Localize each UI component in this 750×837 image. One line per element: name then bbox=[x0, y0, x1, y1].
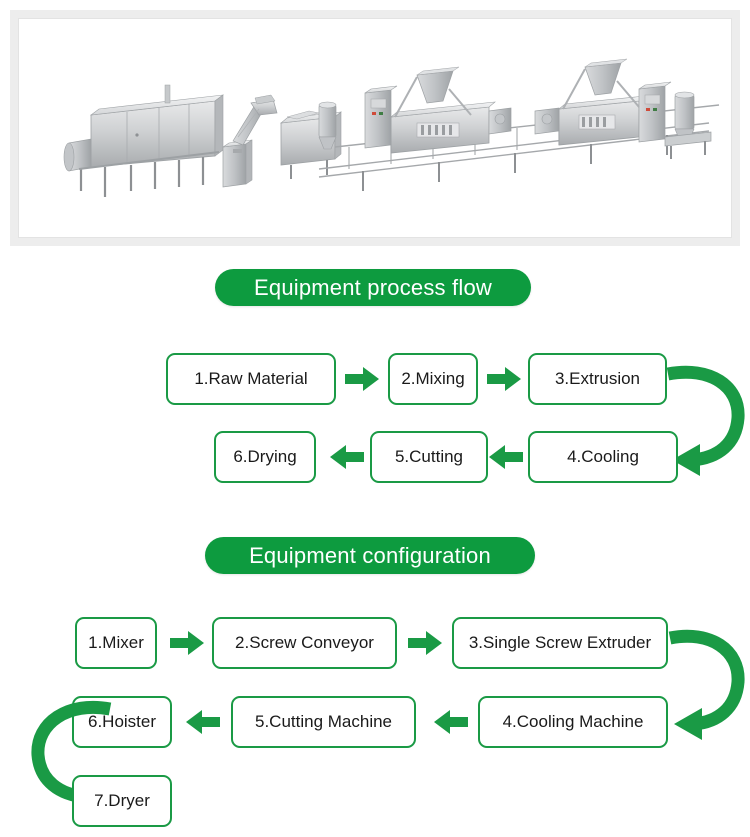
arrow-left-icon bbox=[330, 444, 364, 470]
config-node-cooling-machine[interactable]: 4.Cooling Machine bbox=[478, 696, 668, 748]
curved-arrow-flow-row1-to-row2 bbox=[666, 356, 750, 484]
flow-node-cooling[interactable]: 4.Cooling bbox=[528, 431, 678, 483]
config-node-dryer[interactable]: 7.Dryer bbox=[72, 775, 172, 827]
flow-node-extrusion[interactable]: 3.Extrusion bbox=[528, 353, 667, 405]
production-line-illustration bbox=[63, 58, 720, 197]
arrow-left-icon bbox=[434, 709, 468, 735]
arrow-right-icon bbox=[345, 366, 379, 392]
config-node-hoister[interactable]: 6.Hoister bbox=[72, 696, 172, 748]
config-node-mixer[interactable]: 1.Mixer bbox=[75, 617, 157, 669]
config-node-cutting-machine[interactable]: 5.Cutting Machine bbox=[231, 696, 416, 748]
product-photo bbox=[18, 18, 732, 238]
curved-arrow-config-row1-to-row2 bbox=[668, 620, 750, 748]
arrow-left-icon bbox=[489, 444, 523, 470]
config-node-single-screw-extruder[interactable]: 3.Single Screw Extruder bbox=[452, 617, 668, 669]
arrow-right-icon bbox=[487, 366, 521, 392]
flow-node-raw-material[interactable]: 1.Raw Material bbox=[166, 353, 336, 405]
flow-node-mixing[interactable]: 2.Mixing bbox=[388, 353, 478, 405]
flow-node-drying[interactable]: 6.Drying bbox=[214, 431, 316, 483]
arrow-right-icon bbox=[170, 630, 204, 656]
config-node-screw-conveyor[interactable]: 2.Screw Conveyor bbox=[212, 617, 397, 669]
flow-node-cutting[interactable]: 5.Cutting bbox=[370, 431, 488, 483]
section-banner-equipment-process-flow: Equipment process flow bbox=[215, 269, 531, 306]
section-banner-equipment-configuration: Equipment configuration bbox=[205, 537, 535, 574]
arrow-left-icon bbox=[186, 709, 220, 735]
arrow-right-icon bbox=[408, 630, 442, 656]
product-photo-frame bbox=[10, 10, 740, 246]
